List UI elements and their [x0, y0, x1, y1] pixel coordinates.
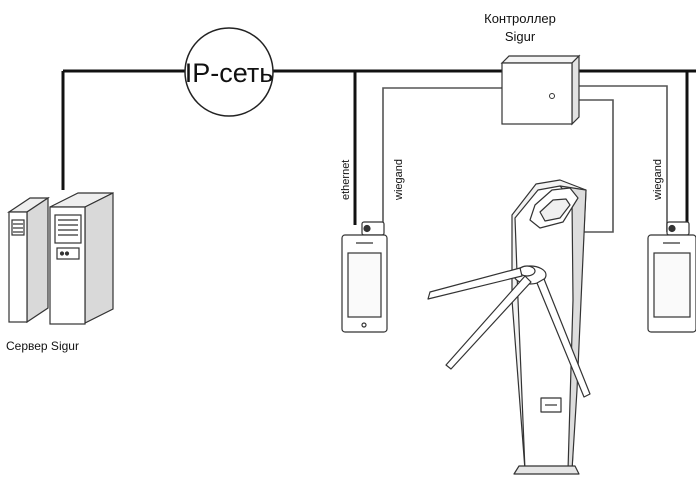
wiegand-cable-label-left: wiegand [393, 159, 405, 201]
controller-label-line1: Контроллер [484, 11, 556, 26]
server-icon [7, 192, 114, 325]
wiegand-cable-label-right: wiegand [652, 159, 664, 201]
controller-label-line2: Sigur [505, 29, 536, 44]
server-label: Сервер Sigur [6, 339, 79, 353]
ip-network-backbone [61, 69, 696, 230]
wiegand-wires [382, 85, 668, 233]
card-reader-right-icon [647, 221, 696, 333]
controller-box [500, 54, 581, 126]
ethernet-cable-label: ethernet [340, 160, 352, 200]
ip-network-node: IP-сеть [184, 27, 274, 117]
turnstile-icon [427, 179, 591, 475]
ip-network-label: IP-сеть [185, 58, 274, 88]
card-reader-left-icon [341, 221, 388, 333]
